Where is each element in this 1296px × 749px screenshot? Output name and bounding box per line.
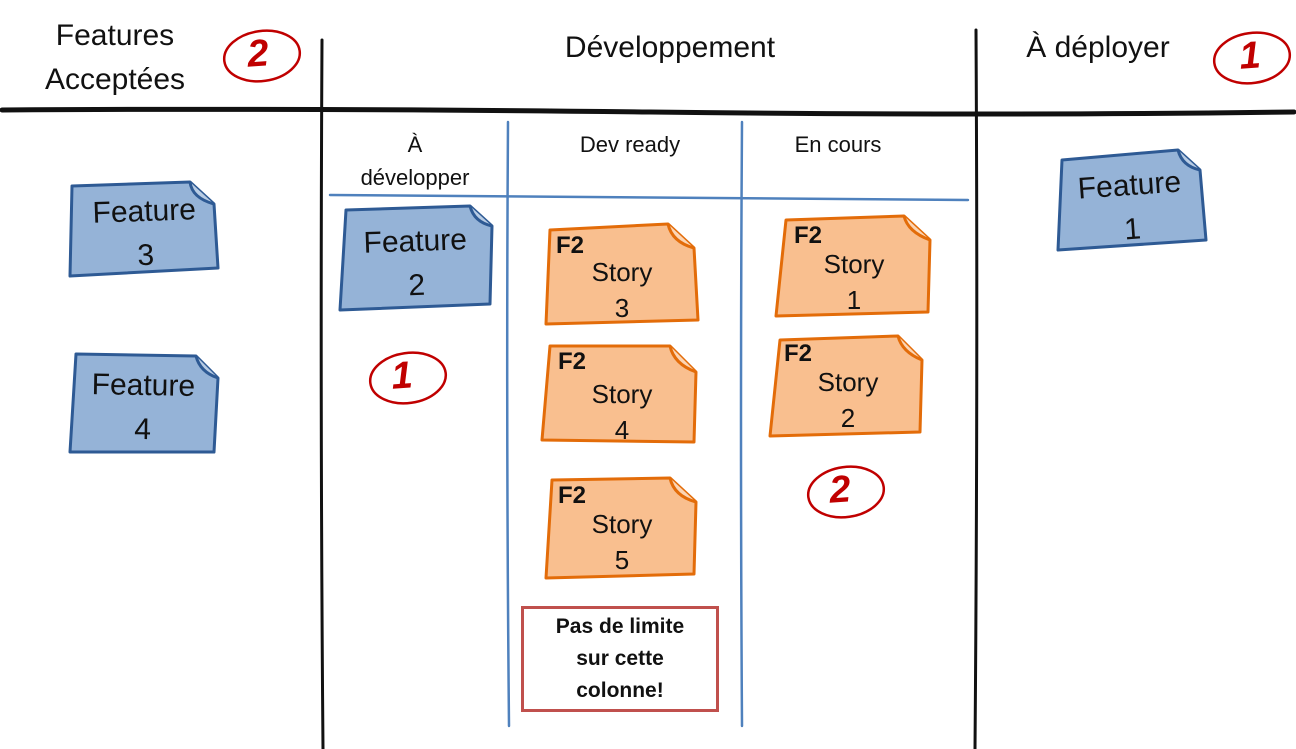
subcolumn-lines bbox=[328, 120, 970, 728]
column-title-deploy: À déployer bbox=[1026, 31, 1170, 64]
feature-note-3-shape bbox=[68, 180, 220, 278]
feature-card-3[interactable]: Feature 3 bbox=[91, 193, 197, 273]
board-lines bbox=[0, 28, 1296, 749]
story-card-4[interactable]: Story 4 bbox=[591, 379, 653, 445]
story-card-2[interactable]: Story 2 bbox=[817, 367, 879, 433]
subcolumn-divider-1 bbox=[505, 120, 511, 728]
subcolumn-title-in-progress: En cours bbox=[794, 132, 882, 157]
wip-limit-accepted: 2 bbox=[245, 32, 271, 76]
feature-note-4-shape bbox=[68, 352, 220, 454]
story-4-feature-tag: F2 bbox=[558, 348, 587, 375]
story-note-2-fold bbox=[896, 335, 923, 362]
story-card-1[interactable]: Story 1 bbox=[823, 249, 885, 315]
story-1-feature-tag: F2 bbox=[794, 222, 823, 249]
subcolumn-header-line bbox=[328, 193, 970, 202]
column-title-accepted: Features Acceptées bbox=[44, 19, 186, 96]
story-note-4-shape bbox=[540, 344, 698, 444]
feature-note-2-shape bbox=[338, 204, 494, 312]
feature-note-1-fold bbox=[1176, 149, 1201, 172]
story-note-2-shape bbox=[768, 334, 924, 438]
no-limit-note: Pas de limite sur cette colonne! bbox=[521, 606, 719, 712]
story-note-3-shape bbox=[544, 222, 700, 326]
subcolumn-divider-2 bbox=[739, 120, 744, 728]
feature-notes bbox=[68, 148, 1208, 454]
feature-note-4-fold bbox=[194, 355, 219, 380]
wip-circle-accepted bbox=[222, 29, 302, 83]
story-note-1-fold bbox=[902, 215, 931, 242]
story-note-4-fold bbox=[668, 345, 697, 374]
story-note-1-shape bbox=[774, 214, 932, 318]
story-notes bbox=[540, 214, 932, 580]
wip-limit-in-progress: 2 bbox=[827, 468, 853, 512]
feature-card-4[interactable]: Feature 4 bbox=[91, 368, 196, 447]
wip-circles bbox=[222, 29, 1292, 519]
feature-note-1-shape bbox=[1056, 148, 1208, 252]
story-note-3-fold bbox=[666, 223, 695, 250]
header-divider-line bbox=[0, 106, 1296, 117]
subcolumn-title-to-develop: À développer bbox=[360, 132, 470, 190]
no-limit-note-text: Pas de limite sur cette colonne! bbox=[555, 615, 685, 702]
wip-circle-to-develop bbox=[368, 351, 448, 405]
story-note-5-fold bbox=[668, 477, 697, 504]
column-title-development: Développement bbox=[564, 31, 776, 64]
story-5-feature-tag: F2 bbox=[558, 482, 587, 509]
subcolumn-title-dev-ready: Dev ready bbox=[579, 132, 681, 157]
column-divider-left bbox=[319, 38, 325, 749]
wip-limit-to-develop: 1 bbox=[389, 354, 415, 398]
wip-circle-deploy bbox=[1212, 31, 1292, 85]
feature-card-2[interactable]: Feature 2 bbox=[362, 223, 468, 303]
story-card-3[interactable]: Story 3 bbox=[591, 257, 653, 323]
story-2-feature-tag: F2 bbox=[784, 340, 813, 367]
wip-circle-in-progress bbox=[806, 465, 886, 519]
story-note-5-shape bbox=[544, 476, 698, 580]
story-3-feature-tag: F2 bbox=[556, 232, 585, 259]
column-divider-right bbox=[973, 28, 979, 749]
wip-limit-deploy: 1 bbox=[1237, 34, 1263, 78]
feature-note-2-fold bbox=[468, 205, 493, 228]
feature-note-3-fold bbox=[188, 181, 215, 206]
feature-card-1[interactable]: Feature 1 bbox=[1076, 165, 1183, 247]
story-card-5[interactable]: Story 5 bbox=[591, 509, 653, 575]
